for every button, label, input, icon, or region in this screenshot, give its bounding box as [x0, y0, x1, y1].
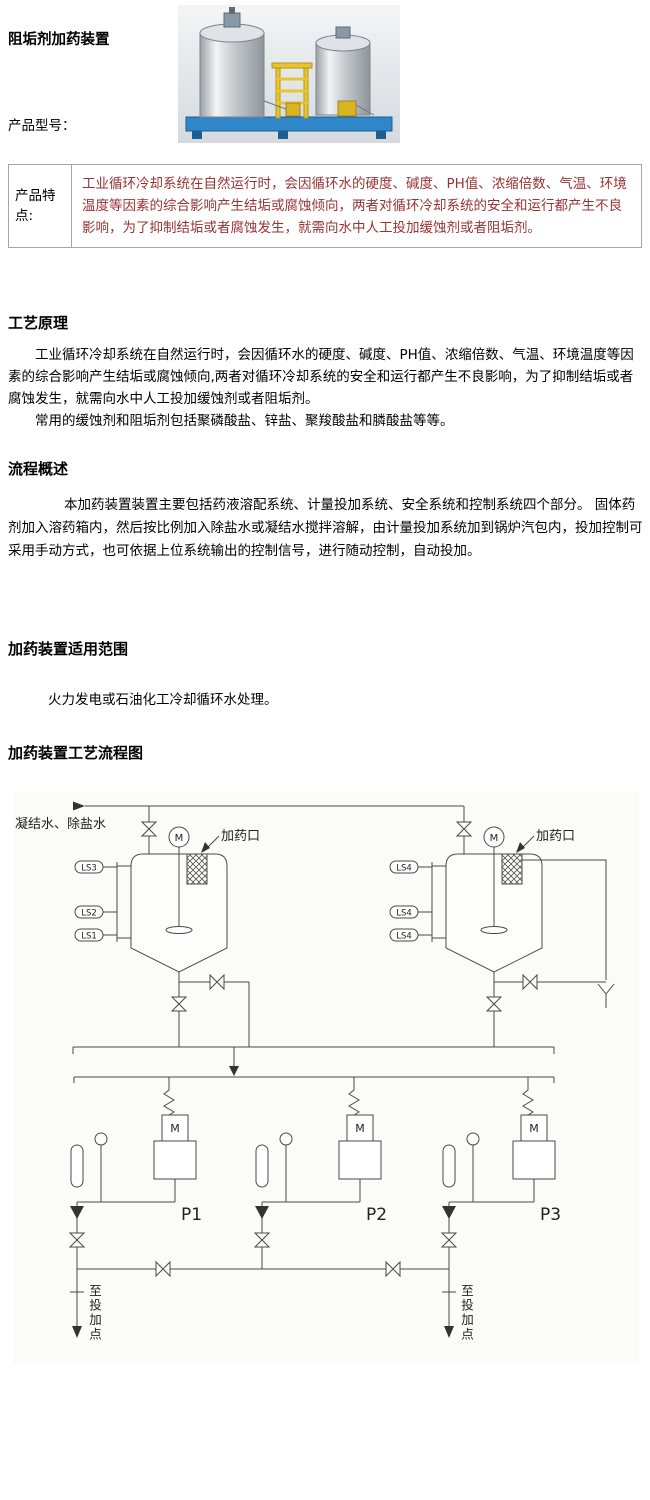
- pump-body: [153, 1140, 197, 1180]
- table-row: 产品特点: 工业循环冷却系统在自然运行时，会因循环水的硬度、碱度、PH值、浓缩倍…: [8, 164, 642, 248]
- pump-label-p3: P3: [540, 1205, 561, 1225]
- level-switch-icon: [389, 905, 419, 919]
- product-photo-art: [178, 5, 400, 143]
- level-switch-icon: [389, 860, 419, 874]
- valve-icon: [485, 996, 503, 1012]
- feed-line: 凝结水、除盐水: [15, 801, 464, 832]
- overflow-drain: [522, 859, 615, 1008]
- valve-icon: [455, 821, 473, 837]
- pressure-gauge-icon: [94, 1132, 108, 1146]
- valve-icon: [522, 973, 538, 991]
- funnel-icon: [597, 983, 615, 1008]
- process-paragraph: 本加药装置装置主要包括药液溶配系统、计量投加系统、安全系统和控制系统四个部分。 …: [8, 497, 643, 559]
- valve-icon: [440, 1232, 458, 1248]
- heading-flowchart: 加药装置工艺流程图: [8, 744, 144, 762]
- valve-icon: [170, 996, 188, 1012]
- dose-arrow-icon: [201, 842, 210, 853]
- flex-connector-icon: [522, 1077, 534, 1116]
- level-switch-icon: [389, 928, 419, 942]
- pump-unit-p2: M P2: [253, 1077, 387, 1269]
- principle-para-1: 工业循环冷却系统在自然运行时，会因循环水的硬度、碱度、PH值、浓缩倍数、气温、环…: [8, 347, 634, 407]
- flow-arrow-icon: [73, 801, 85, 811]
- flow-arrow-icon: [72, 1326, 82, 1338]
- level-switch-icon: [74, 905, 104, 919]
- ls-label: LS4: [396, 864, 412, 874]
- features-table: 产品特点: 工业循环冷却系统在自然运行时，会因循环水的硬度、碱度、PH值、浓缩倍…: [8, 164, 642, 248]
- discharge-header: [70, 1260, 456, 1338]
- pulsation-dampener-icon: [255, 1144, 269, 1188]
- scope-paragraph: 火力发电或石油化工冷却循环水处理。: [48, 692, 278, 708]
- impeller-icon: [165, 926, 193, 934]
- ls-label: LS2: [81, 909, 97, 919]
- outlet-label-left: 至投加点: [87, 1284, 102, 1342]
- model-label: 产品型号：: [8, 118, 76, 134]
- motor-label: M: [529, 1122, 539, 1135]
- pressure-gauge-icon: [279, 1132, 293, 1146]
- dosing-port-strainer-icon: [186, 853, 208, 885]
- photo-base-frame: [185, 116, 393, 132]
- feed-water-label: 凝结水、除盐水: [15, 816, 106, 832]
- photo-pumps: [263, 100, 375, 117]
- pump-body: [338, 1140, 382, 1180]
- right-tank-outlet: [485, 972, 606, 1047]
- pump-label-p2: P2: [366, 1205, 387, 1225]
- pump-label-p1: P1: [181, 1205, 202, 1225]
- heading-process: 流程概述: [8, 460, 69, 478]
- heading-scope: 加药装置适用范围: [8, 640, 129, 658]
- level-switch-icon: [74, 860, 104, 874]
- collection-header: [72, 1046, 555, 1083]
- pump-unit-p1: M P1: [68, 1077, 202, 1269]
- motor-label: M: [170, 1122, 180, 1135]
- product-photo: [178, 5, 400, 143]
- valve-icon: [209, 973, 225, 991]
- outlet-label-right: 至投加点: [459, 1284, 474, 1342]
- pump-unit-p3: M P3: [440, 1077, 561, 1269]
- left-dissolving-tank: M 加药口 LS3 LS2 LS1: [74, 826, 260, 973]
- photo-left-tank: [199, 7, 265, 118]
- pump-body: [512, 1140, 556, 1180]
- valve-icon: [68, 1232, 86, 1248]
- pulsation-dampener-icon: [70, 1144, 84, 1188]
- pulsation-dampener-icon: [442, 1144, 456, 1188]
- dosing-port-label-left: 加药口: [221, 829, 260, 844]
- dosing-port-strainer-icon: [501, 853, 523, 885]
- flow-arrow-icon: [444, 1326, 454, 1338]
- pressure-gauge-icon: [466, 1132, 480, 1146]
- valve-icon: [155, 1260, 171, 1278]
- motor-label: M: [490, 833, 499, 844]
- ls-label: LS3: [81, 864, 97, 874]
- principle-paragraphs: 工业循环冷却系统在自然运行时，会因循环水的硬度、碱度、PH值、浓缩倍数、气温、环…: [8, 344, 644, 432]
- flow-diagram: 凝结水、除盐水 M 加药口: [13, 792, 639, 1364]
- check-valve-icon: [442, 1206, 456, 1219]
- pump-motor-icon: [346, 1114, 374, 1142]
- motor-label: M: [175, 833, 184, 844]
- features-header-cell: 产品特点:: [8, 164, 72, 248]
- left-tank-outlet: [170, 972, 250, 1047]
- right-dissolving-tank: M 加药口 LS4 LS4 LS4: [389, 826, 575, 973]
- ls-label: LS4: [396, 932, 412, 942]
- pump-motor-icon: [520, 1114, 548, 1142]
- dose-arrow-icon: [516, 842, 525, 853]
- impeller-icon: [480, 926, 508, 934]
- valve-icon: [385, 1260, 401, 1278]
- right-inlet-valve: [455, 806, 473, 854]
- ls-label: LS4: [396, 909, 412, 919]
- flex-connector-icon: [163, 1077, 175, 1116]
- valve-icon: [140, 821, 158, 837]
- page-title: 阻垢剂加药装置: [8, 32, 110, 48]
- ls-label: LS1: [81, 932, 97, 942]
- check-valve-icon: [255, 1206, 269, 1219]
- valve-icon: [253, 1232, 271, 1248]
- features-content-cell: 工业循环冷却系统在自然运行时，会因循环水的硬度、碱度、PH值、浓缩倍数、气温、环…: [71, 164, 642, 248]
- principle-para-2: 常用的缓蚀剂和阻垢剂包括聚磷酸盐、锌盐、聚羧酸盐和膦酸盐等等。: [35, 413, 454, 429]
- heading-principle: 工艺原理: [8, 314, 69, 332]
- flow-arrow-icon: [229, 1066, 239, 1076]
- left-inlet-valve: [140, 806, 158, 854]
- flex-connector-icon: [348, 1077, 360, 1116]
- check-valve-icon: [70, 1206, 84, 1219]
- motor-label: M: [355, 1122, 365, 1135]
- level-switch-icon: [74, 928, 104, 942]
- pump-motor-icon: [161, 1114, 189, 1142]
- dosing-port-label-right: 加药口: [536, 829, 575, 844]
